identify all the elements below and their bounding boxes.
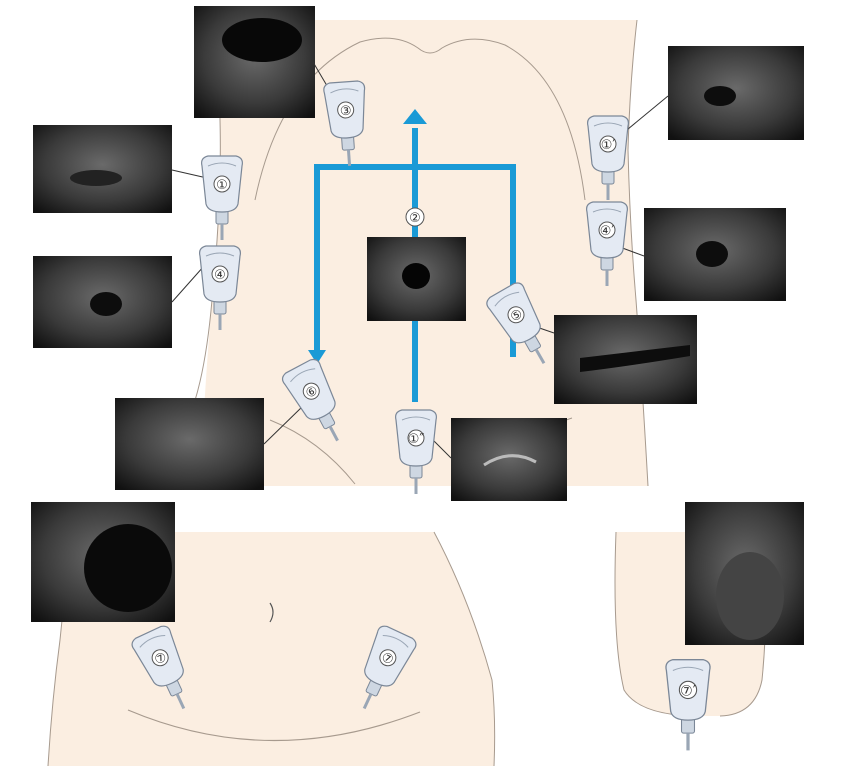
ultrasound-image-1 [33,125,172,213]
svg-text:①: ① [216,178,228,193]
ultrasound-image-1prime [668,46,804,140]
ultrasound-image-1doubleprime [451,418,567,501]
svg-text:⑦′: ⑦′ [680,683,696,699]
svg-text:④: ④ [214,268,226,283]
svg-text:①″: ①″ [408,432,425,447]
svg-text:④′: ④′ [600,224,615,239]
arrow-step-label: ② [409,211,421,226]
svg-text:①′: ①′ [601,138,616,153]
svg-text:③: ③ [339,104,352,120]
probe-7prime: ⑦′ [666,660,710,751]
ultrasound-probe-icon [666,660,710,751]
ultrasound-image-6 [115,398,264,490]
